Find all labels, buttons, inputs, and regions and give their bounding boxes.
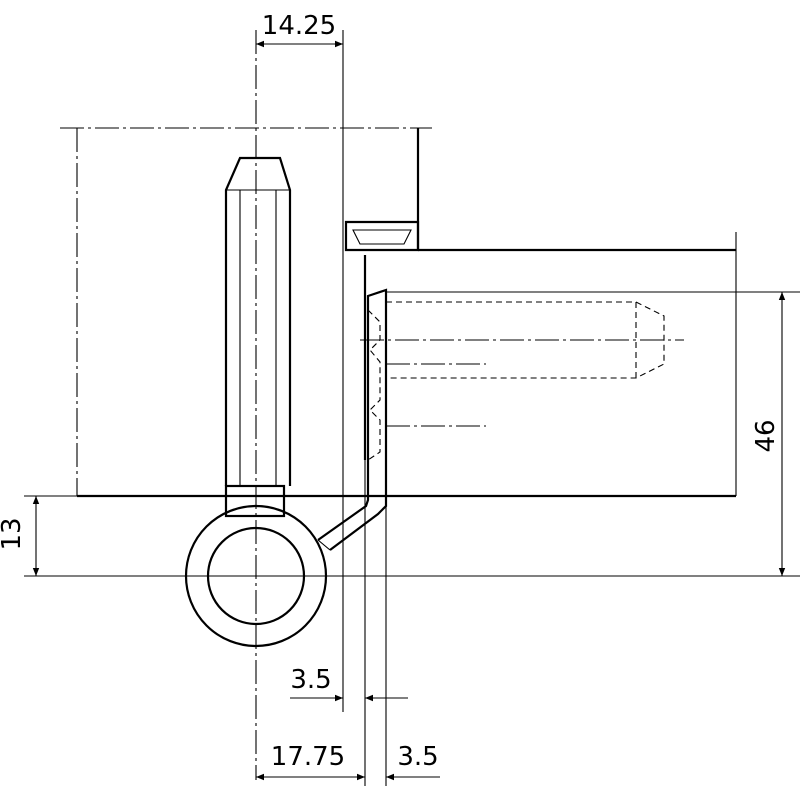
dim-top-width-label: 14.25: [262, 11, 336, 41]
hinge-pin: [224, 156, 292, 518]
dim-height-total-label: 46: [751, 419, 781, 452]
extension-lines: [24, 30, 800, 786]
hinge-clip: [344, 220, 420, 252]
dim-gap-lower-label: 3.5: [397, 742, 438, 772]
door-leaf: [363, 232, 737, 496]
dim-gap-upper-label: 3.5: [290, 665, 331, 695]
center-lines: [186, 30, 684, 780]
door-frame-outline: [60, 127, 432, 496]
hidden-bolt: [367, 301, 665, 461]
dim-height-pin-label: 13: [0, 517, 27, 550]
dim-offset-lower-label: 17.75: [271, 742, 345, 772]
hinge-strap: [317, 288, 388, 551]
dimension-lines: [32, 40, 786, 781]
